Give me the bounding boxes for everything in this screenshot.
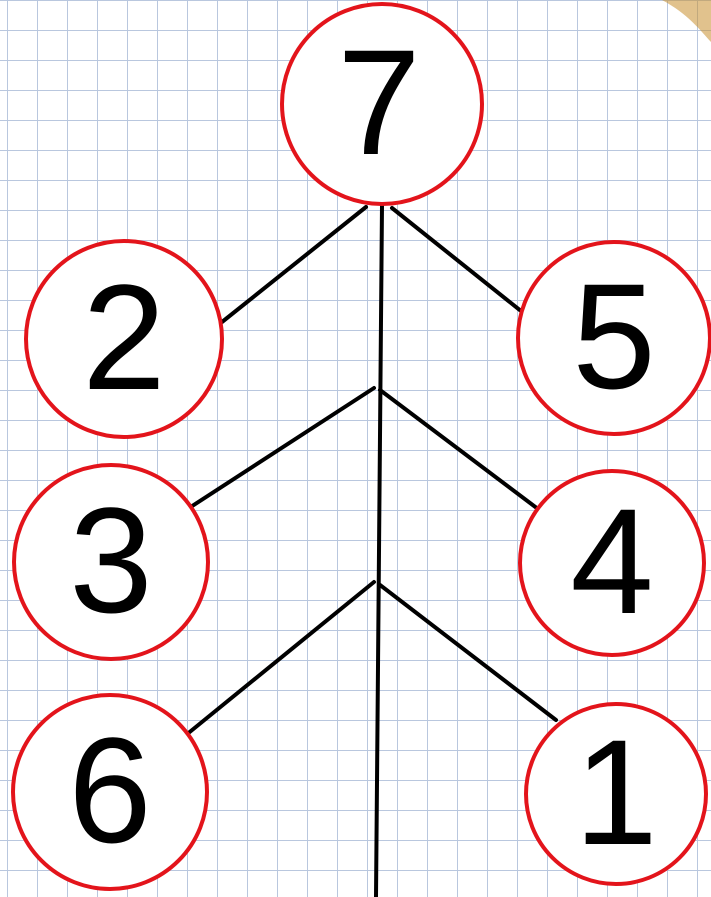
corner-decoration: [662, 0, 711, 42]
node-left-1: 2: [26, 241, 222, 437]
node-right-2: 4: [520, 471, 704, 655]
node-top: 7: [282, 4, 482, 204]
node-left-1-number: 2: [82, 253, 165, 421]
node-right-3: 1: [526, 704, 706, 884]
trunk-line: [376, 205, 382, 897]
branch-top-right: [392, 208, 526, 315]
node-left-3: 6: [13, 695, 207, 889]
node-right-3-number: 1: [574, 708, 657, 876]
tree-trunk-and-branches: [186, 205, 556, 897]
node-right-1-number: 5: [572, 252, 655, 420]
branch-mid-right: [380, 390, 546, 515]
branch-top-left: [222, 207, 366, 322]
branch-mid-left: [186, 388, 374, 510]
node-right-1: 5: [518, 242, 710, 434]
branch-low-left: [186, 582, 374, 735]
node-left-3-number: 6: [68, 706, 151, 874]
node-left-2-number: 3: [69, 476, 152, 644]
node-right-2-number: 4: [570, 477, 653, 645]
node-left-2: 3: [14, 465, 208, 659]
node-top-number: 7: [337, 18, 420, 186]
